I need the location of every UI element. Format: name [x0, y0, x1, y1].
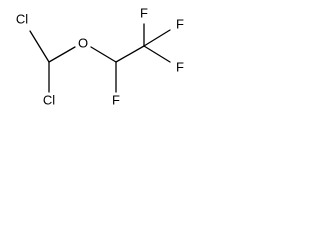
atom-f-lower: F: [112, 92, 120, 107]
bond-cf3-f-right-lower: [143, 45, 171, 63]
atom-cl-top: Cl: [16, 11, 28, 26]
bonds: [29, 23, 171, 93]
bond-ch-cf3: [115, 45, 145, 63]
atom-oxygen: O: [78, 35, 88, 50]
atom-f-top: F: [140, 5, 148, 20]
atom-labels: Cl Cl O F F F F: [16, 5, 184, 107]
atom-f-right-lower: F: [176, 59, 184, 74]
bond-ccl-top: [29, 30, 50, 63]
atom-cl-bottom: Cl: [43, 92, 55, 107]
structural-formula: Cl Cl O F F F F: [16, 5, 184, 107]
bond-c-o: [48, 46, 76, 63]
bond-cf3-f-right: [143, 29, 171, 47]
bond-o-ch: [90, 46, 117, 63]
atom-f-right: F: [176, 16, 184, 31]
